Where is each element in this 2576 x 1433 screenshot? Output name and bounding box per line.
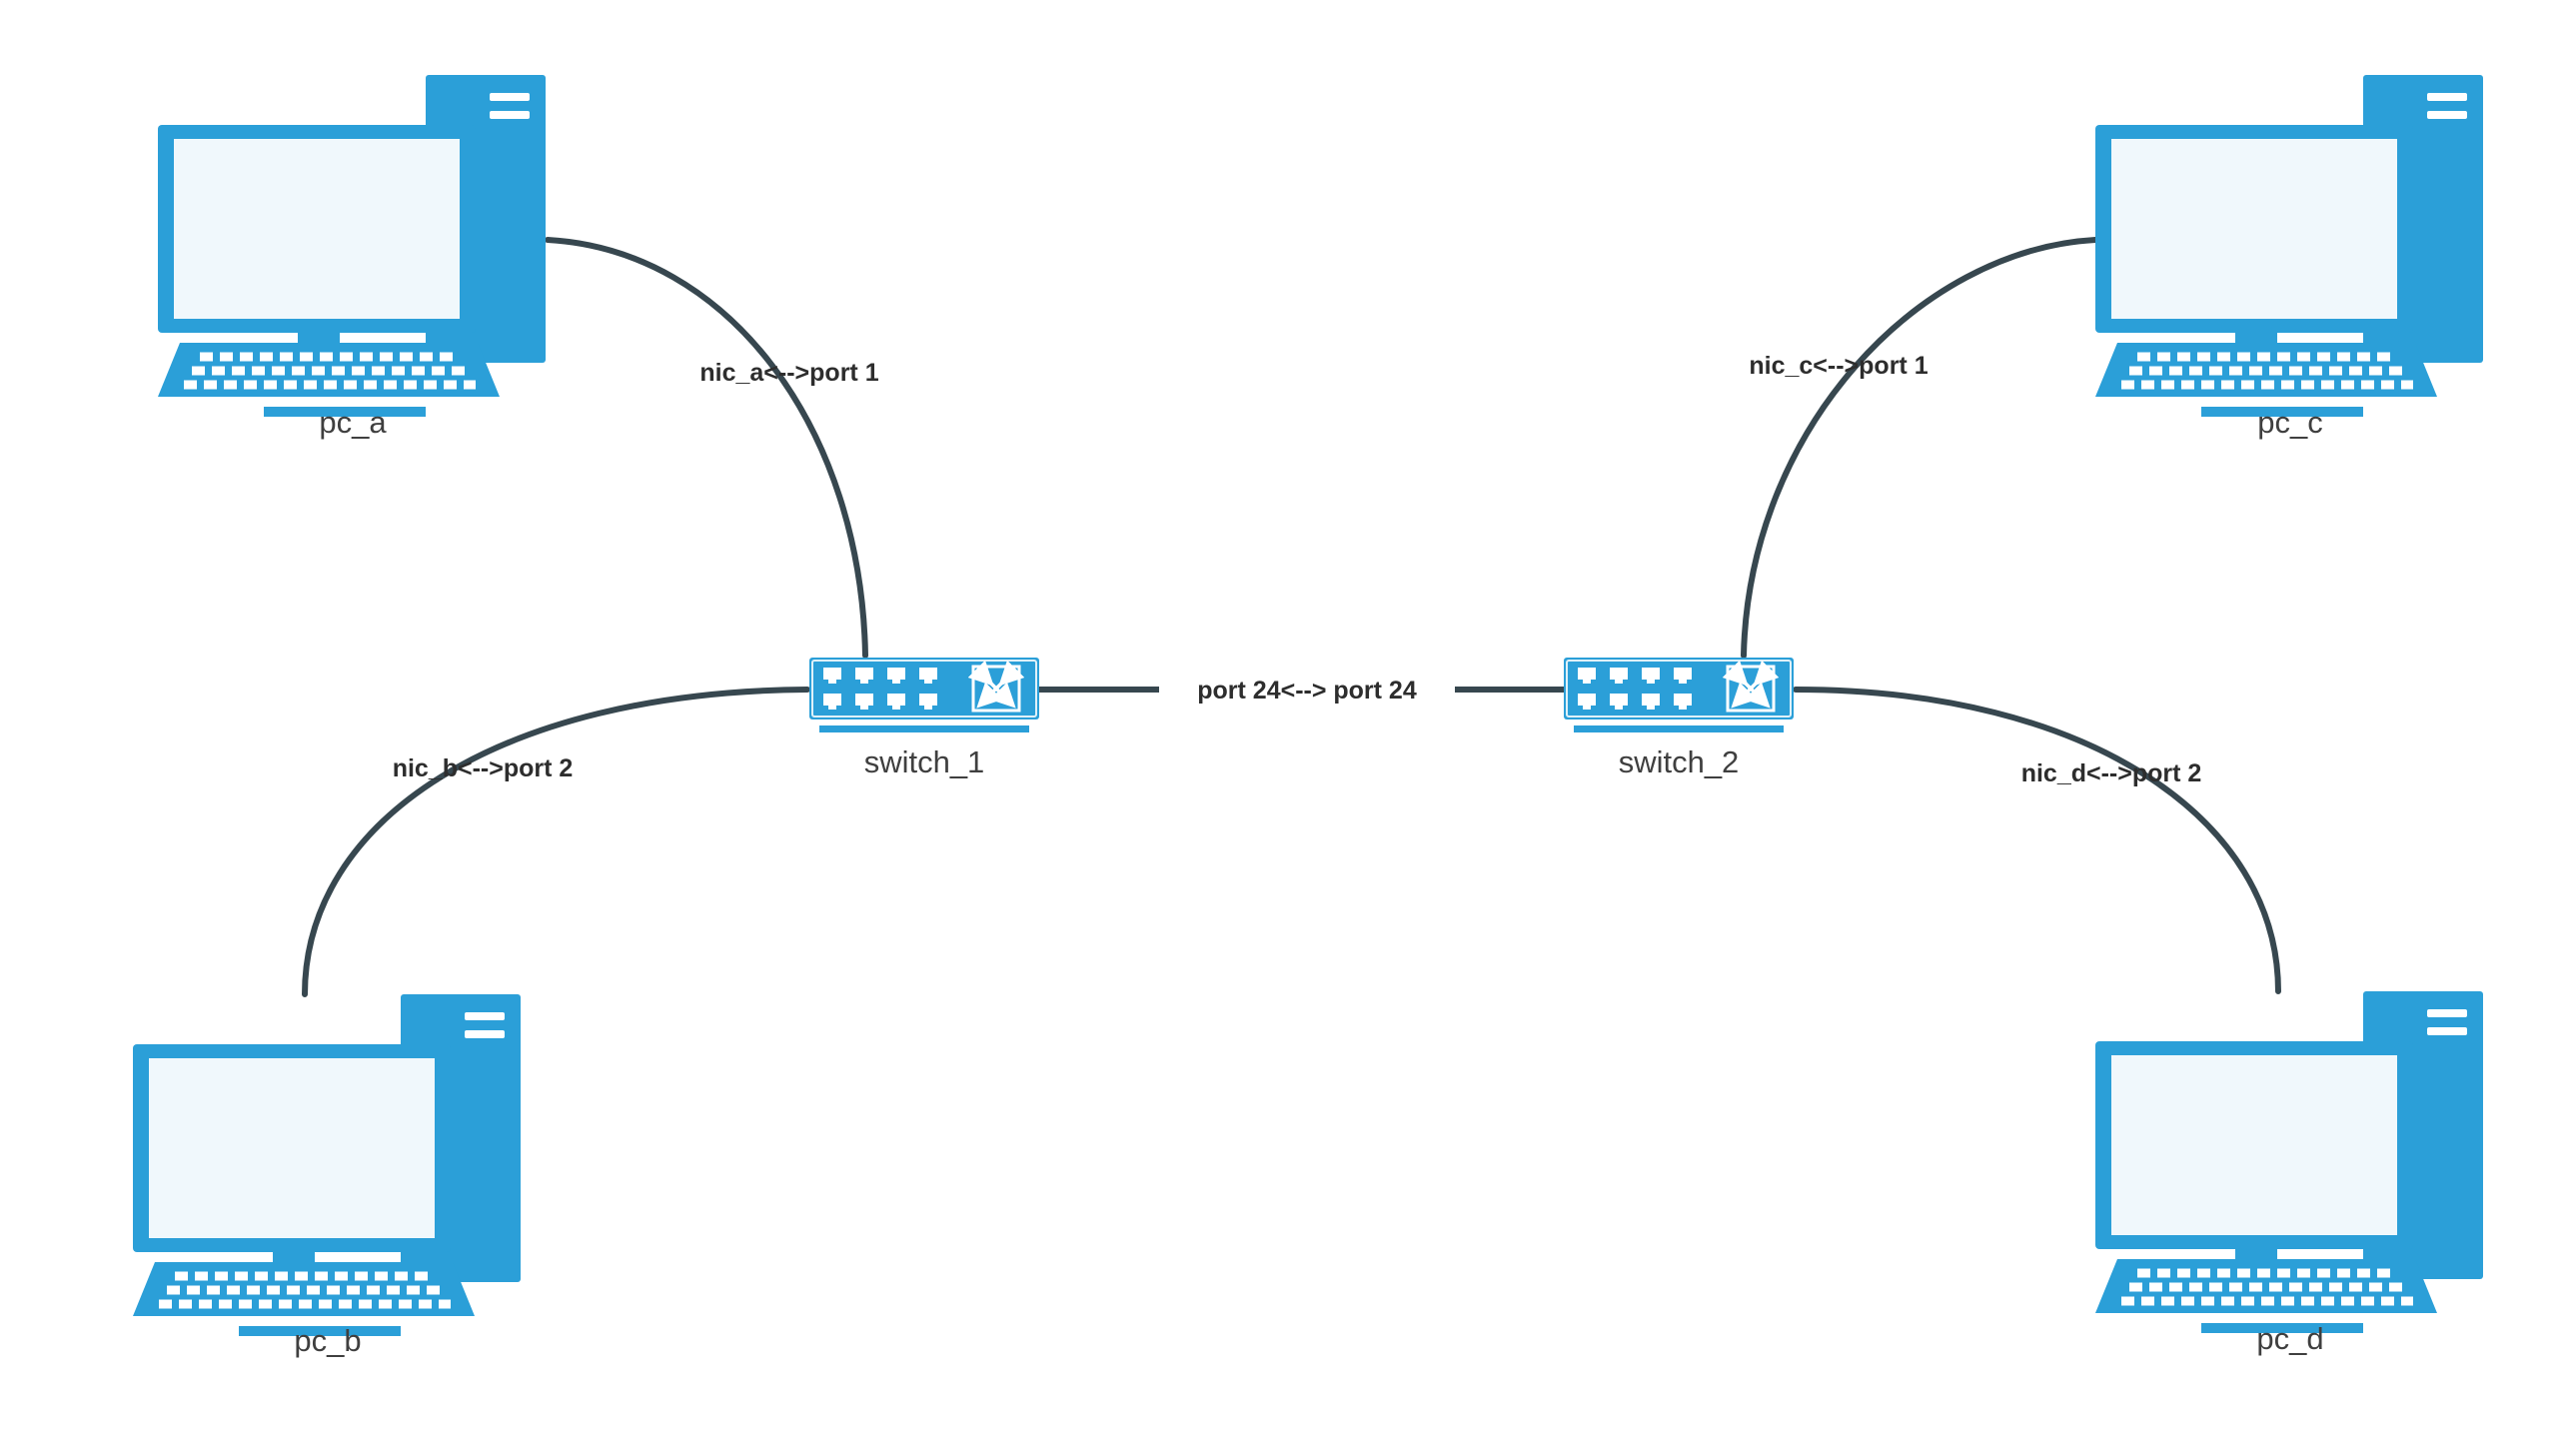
node-label-pc_b: pc_b xyxy=(294,1323,361,1358)
edge-pc_b-switch_1[interactable] xyxy=(302,687,810,997)
edge-label-pc_b-switch_1: nic_b<-->port 2 xyxy=(393,754,574,782)
node-label-pc_c: pc_c xyxy=(2257,405,2322,440)
node-pc_a[interactable] xyxy=(158,75,546,417)
node-label-pc_d: pc_d xyxy=(2256,1321,2323,1356)
node-switch_2[interactable] xyxy=(1564,658,1794,732)
edge-label-background xyxy=(1159,670,1455,712)
edge-label-pc_d-switch_2: nic_d<-->port 2 xyxy=(2021,759,2202,787)
edge-label-pc_c-switch_2: nic_c<-->port 1 xyxy=(1749,352,1928,380)
edge-pc_d-switch_2[interactable] xyxy=(1793,687,2281,994)
node-pc_b[interactable] xyxy=(133,994,521,1336)
node-switch_1[interactable] xyxy=(809,658,1039,732)
edge-pc_c-switch_2[interactable] xyxy=(1741,237,2098,659)
node-pc_c[interactable] xyxy=(2095,75,2483,417)
edge-label-switch_1-switch_2: port 24<--> port 24 xyxy=(1197,677,1417,705)
node-label-pc_a: pc_a xyxy=(319,405,387,440)
edge-pc_a-switch_1[interactable] xyxy=(545,237,868,659)
node-label-switch_1: switch_1 xyxy=(864,744,985,779)
node-pc_d[interactable] xyxy=(2095,991,2483,1333)
edge-label-pc_a-switch_1: nic_a<-->port 1 xyxy=(699,359,878,387)
node-label-switch_2: switch_2 xyxy=(1619,744,1740,779)
